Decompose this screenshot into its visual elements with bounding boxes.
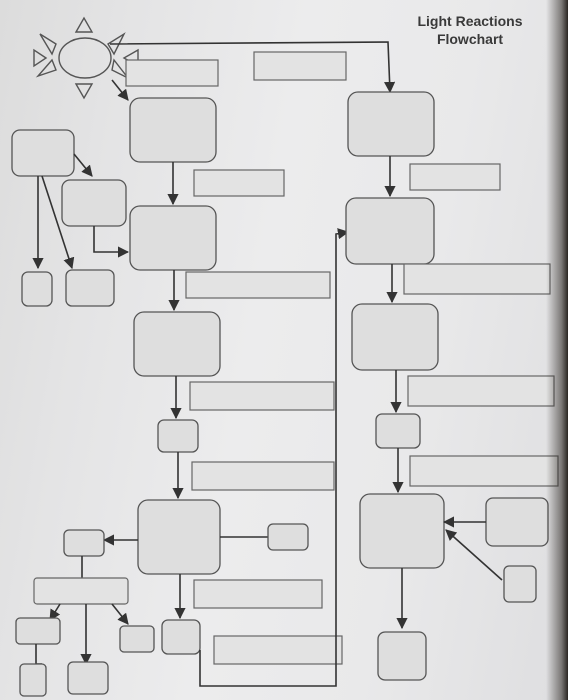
label-box-r4 [409, 455, 559, 487]
page-title: Light Reactions Flowchart [400, 12, 540, 48]
far-left-small-box-2 [65, 269, 115, 307]
label-box-r3 [407, 375, 555, 407]
bottom-left-box-6 [19, 663, 47, 697]
right-column-side-box-2 [503, 565, 537, 603]
label-box-l1 [193, 169, 285, 197]
left-column-box-4 [137, 499, 221, 575]
label-box-l2 [185, 271, 331, 299]
sun-to-left-column-arrow [111, 79, 129, 101]
arrow-fl1-diag [41, 175, 75, 270]
left-column-box-3 [133, 311, 221, 377]
page-edge-shadow [546, 0, 568, 700]
right-column-box-3 [351, 303, 439, 371]
arrow-bl2-bl3 [49, 603, 61, 621]
bottom-left-box-4 [119, 625, 155, 653]
sun-icon [33, 16, 139, 100]
left-column-side-box [267, 523, 309, 551]
label-box-r2 [403, 263, 551, 295]
right-column-small-box-1 [375, 413, 421, 449]
left-column-box-1 [129, 97, 217, 163]
label-box-r1 [409, 163, 501, 191]
far-left-box-1 [11, 129, 75, 177]
label-box-l6 [213, 635, 343, 665]
arrow-rs2-r5 [445, 529, 503, 581]
right-column-small-box-2 [377, 631, 427, 681]
right-column-box-1 [347, 91, 435, 157]
right-column-box-2 [345, 197, 435, 265]
left-column-small-box-1 [157, 419, 199, 453]
title-line-1: Light Reactions [417, 13, 523, 29]
right-column-side-box-1 [485, 497, 549, 547]
label-box-l4 [191, 461, 335, 491]
label-box-top-1 [125, 59, 219, 87]
title-line-2: Flowchart [436, 31, 504, 47]
arrow-fl1-fl2 [73, 153, 93, 177]
bottom-left-box-5 [67, 661, 109, 695]
bottom-left-box-3 [15, 617, 61, 645]
far-left-box-2 [61, 179, 127, 227]
bottom-left-box-2 [33, 577, 129, 605]
far-left-small-box-1 [21, 271, 53, 307]
left-column-box-2 [129, 205, 217, 271]
sun-to-right-column-arrow [109, 41, 396, 94]
right-column-box-4 [359, 493, 445, 569]
label-box-l3 [189, 381, 335, 411]
loop-connector-arrow [199, 228, 350, 687]
label-box-l5 [193, 579, 323, 609]
arrow-bl2-bl4 [111, 603, 129, 625]
connector-bl3-bl6 [35, 644, 42, 665]
left-column-small-box-2 [161, 619, 201, 655]
arrow-fl2-l2 [93, 226, 130, 258]
label-box-top-2 [253, 51, 347, 81]
bottom-left-box-1 [63, 529, 105, 557]
